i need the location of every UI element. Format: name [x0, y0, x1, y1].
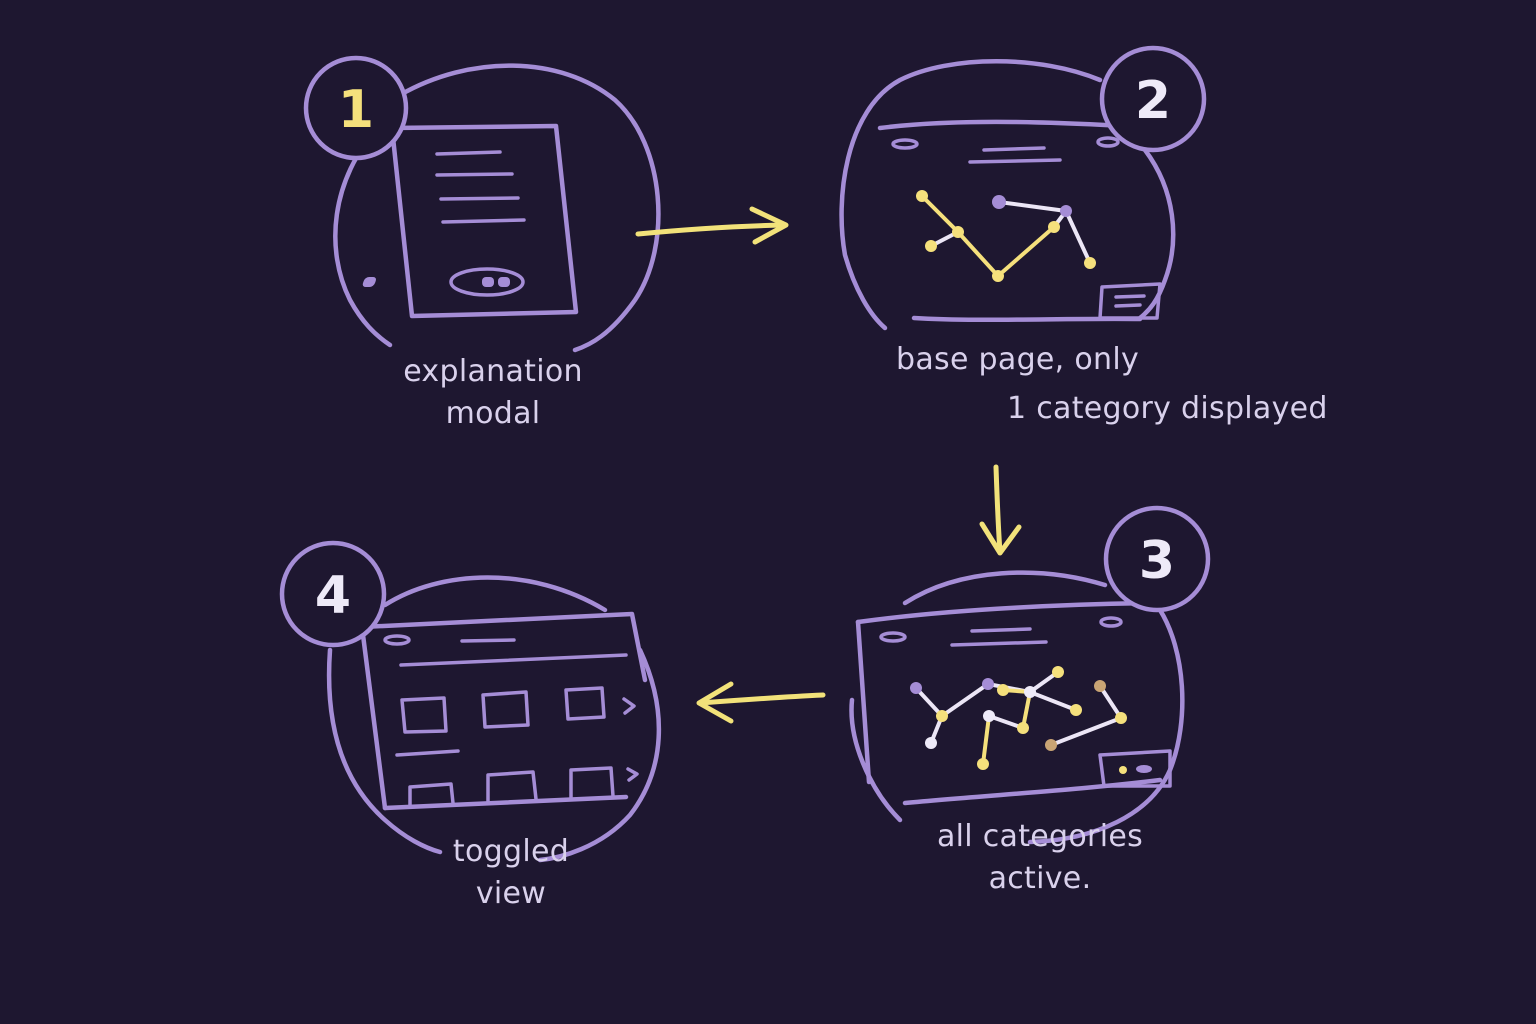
step-1-circle [333, 63, 661, 353]
step-2-caption-line-2: 1 category displayed [1007, 391, 1328, 426]
step-4-circle [326, 575, 662, 863]
step-2-circle [839, 59, 1176, 331]
step-4-caption-line-2: view [475, 876, 547, 911]
multi-line-chart-icon [855, 600, 1172, 806]
step-1-caption-line-2: modal [445, 396, 541, 431]
step-3-circle [849, 570, 1185, 845]
line-chart-icon [877, 119, 1163, 323]
step-4-number: 4 [315, 566, 351, 626]
step-4-caption: toggled view [411, 831, 611, 915]
step-4-node: 4 [279, 540, 662, 863]
step-3-caption-line-1: all categories [936, 819, 1144, 854]
step-3-node: 3 [849, 505, 1211, 845]
arrow-down-icon [979, 464, 1022, 556]
document-modal-icon [362, 123, 579, 319]
step-3-number: 3 [1139, 531, 1175, 591]
grid-view-icon [359, 611, 648, 811]
step-2-badge: 2 [1099, 45, 1207, 153]
step-1-node: 1 [303, 55, 661, 353]
arrow-left-icon [696, 681, 826, 724]
step-1-number: 1 [338, 80, 374, 140]
step-1-badge: 1 [303, 55, 409, 161]
step-1-caption-line-1: explanation [403, 354, 583, 389]
step-2-node: 2 [839, 45, 1207, 331]
step-3-caption-line-2: active. [988, 861, 1092, 896]
step-2-number: 2 [1135, 71, 1171, 131]
step-4-caption-line-1: toggled [452, 834, 570, 869]
step-2-caption-line-1: base page, only [896, 342, 1140, 377]
step-4-badge: 4 [279, 540, 387, 648]
step-3-badge: 3 [1103, 505, 1211, 613]
arrow-right-icon [635, 206, 789, 245]
step-1-caption: explanation modal [373, 351, 613, 435]
step-3-caption: all categories active. [910, 816, 1170, 900]
